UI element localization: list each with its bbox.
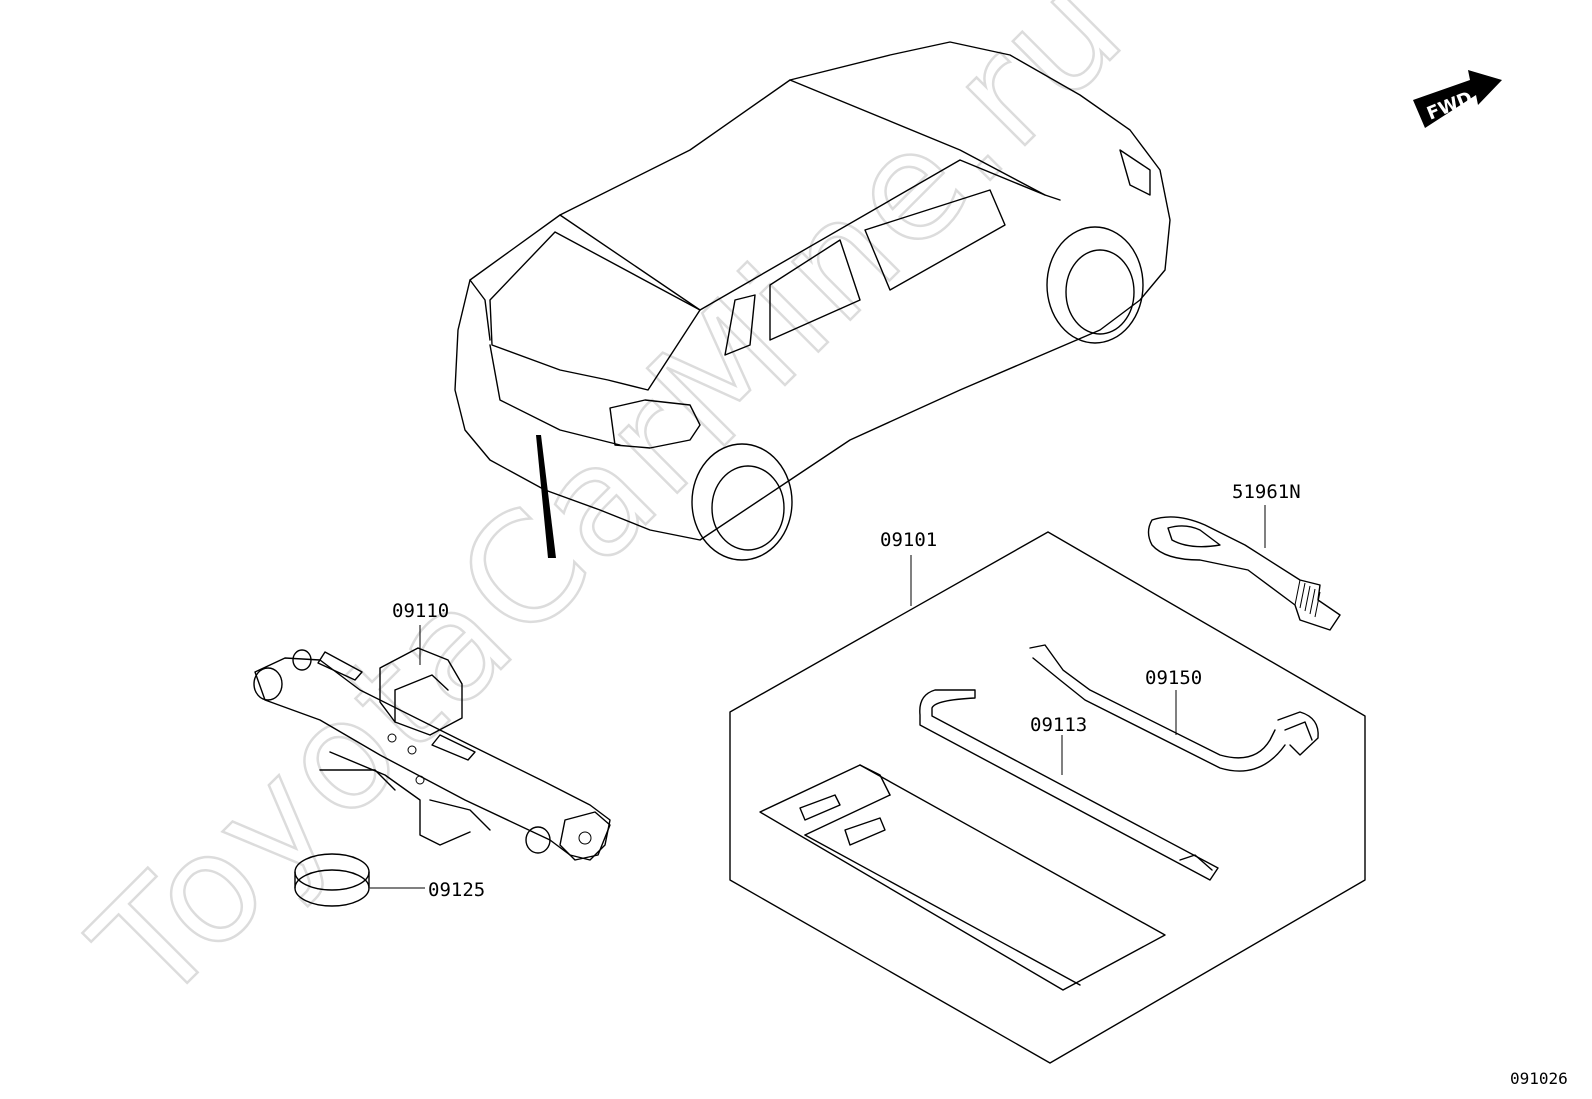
part-label-09125: 09125 [428, 879, 485, 901]
part-label-09113: 09113 [1030, 714, 1087, 736]
watermark-text: ToyotaCarMine.ru [62, 0, 1158, 1036]
part-label-51961N: 51961N [1232, 481, 1301, 503]
jack-handle-illustration [919, 689, 1219, 881]
part-label-09101: 09101 [880, 529, 937, 551]
lug-wrench-illustration [1029, 644, 1319, 772]
towing-eye-illustration [1147, 516, 1341, 631]
part-label-09150: 09150 [1145, 667, 1202, 689]
tool-bag-illustration [759, 764, 1166, 991]
tool-kit-box [729, 531, 1366, 1064]
leader-lines [370, 505, 1266, 889]
scissor-jack-illustration [253, 647, 611, 861]
diagram-code: 091026 [1510, 1069, 1568, 1088]
vehicle-illustration [454, 41, 1171, 561]
part-label-09110: 09110 [392, 600, 449, 622]
fwd-arrow-icon: FWD [1413, 70, 1502, 128]
ring-illustration [294, 853, 370, 907]
